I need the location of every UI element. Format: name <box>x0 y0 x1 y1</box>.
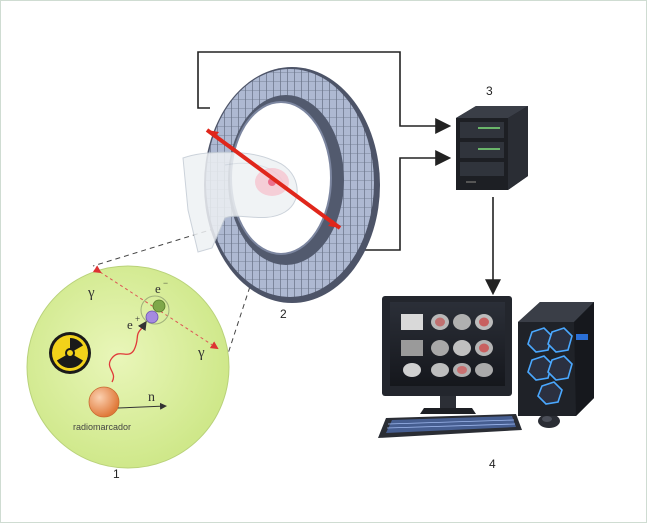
annihilation-beam <box>205 128 342 230</box>
mouse-icon <box>538 414 560 428</box>
radiation-icon <box>49 332 91 374</box>
scan-image-thumbnails <box>401 314 493 377</box>
positron-sign: + <box>135 314 140 324</box>
nucleus <box>88 386 120 418</box>
connector-top <box>197 51 452 134</box>
electron-particle <box>152 299 166 313</box>
neutrino-label: n <box>148 390 155 405</box>
inset-number-label: 1 <box>113 467 120 481</box>
positron-particle <box>145 310 159 324</box>
tracer-label: radiomarcador <box>73 422 131 432</box>
gamma-right-label: γ <box>197 345 205 361</box>
inset-zoom: γ γ e − e + n radiomarcador <box>26 265 230 469</box>
pc-case-icon <box>518 302 594 416</box>
workstation-number-label: 4 <box>489 457 496 471</box>
electron-sign: − <box>163 278 168 288</box>
neutrino-arrow <box>117 402 167 410</box>
server-tower-icon <box>456 106 528 190</box>
positron-label: e <box>127 317 133 332</box>
positron-path <box>108 320 147 383</box>
server-number-label: 3 <box>486 84 493 98</box>
monitor-icon <box>382 296 512 414</box>
ring-number-label: 2 <box>280 307 287 321</box>
electron-label: e <box>155 281 161 296</box>
keyboard-icon <box>378 414 522 438</box>
gamma-ray-line <box>92 265 219 350</box>
gamma-left-label: γ <box>87 285 95 301</box>
